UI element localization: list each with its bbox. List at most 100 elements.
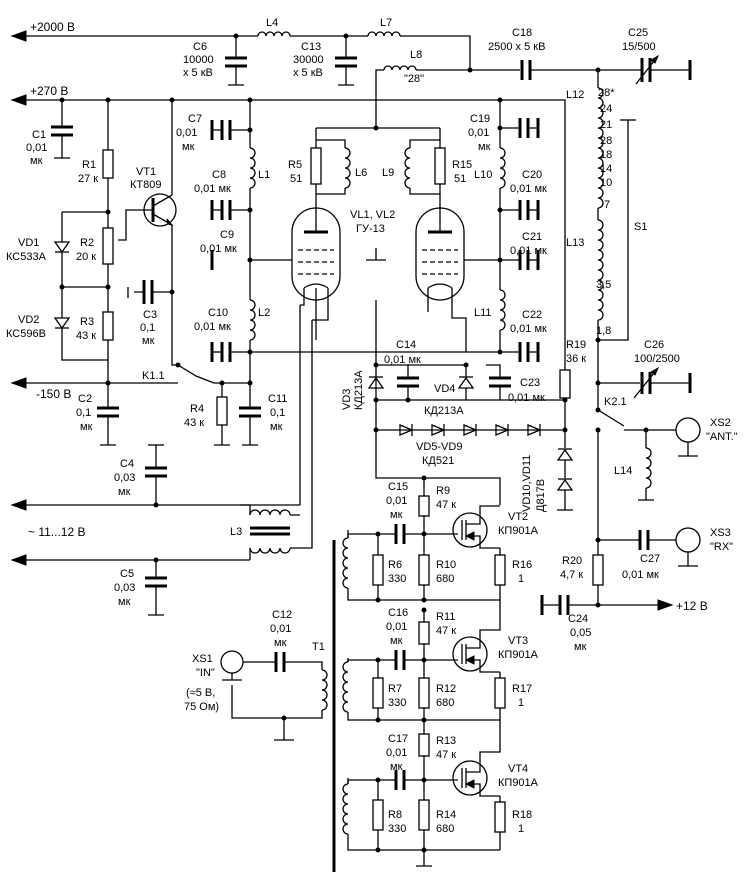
transformer-L3: L3 <box>10 305 313 566</box>
svg-text:х 5 кВ: х 5 кВ <box>293 67 323 79</box>
capacitor-C5: C5 0,03 мк <box>114 557 167 616</box>
svg-text:0,01 мк: 0,01 мк <box>194 183 231 195</box>
label-L3: L3 <box>230 526 242 538</box>
capacitor-C25: C25 15/500 <box>622 27 692 85</box>
svg-text:0,03: 0,03 <box>114 472 135 484</box>
resistor-R19: R19 36 к <box>559 339 586 433</box>
label-C15: C15 <box>388 481 408 493</box>
label-R17: R17 <box>512 683 532 695</box>
inductor-L8: L8 "28" <box>375 49 520 128</box>
svg-text:47 к: 47 к <box>436 625 456 637</box>
connector-XS1: XS1 "IN" (≈5 В, 75 Ом) <box>184 650 276 713</box>
svg-text:0,01 мк: 0,01 мк <box>510 245 547 257</box>
svg-text:мк: мк <box>390 509 403 521</box>
label-C3: C3 <box>143 309 157 321</box>
resistor-R1: R1 27 к <box>78 97 114 215</box>
svg-text:0,1: 0,1 <box>270 407 285 419</box>
tube-VL2 <box>415 200 500 352</box>
label-K2: K2.1 <box>604 396 627 408</box>
svg-text:20 к: 20 к <box>76 251 96 263</box>
label-XS1: XS1 <box>192 653 213 665</box>
label-C14: C14 <box>396 339 416 351</box>
label-R20: R20 <box>562 555 582 567</box>
rx-path <box>595 430 640 555</box>
svg-text:7: 7 <box>604 199 610 211</box>
svg-text:"IN": "IN" <box>196 667 215 679</box>
svg-text:0,01: 0,01 <box>386 747 407 759</box>
label-L6: L6 <box>355 167 367 179</box>
zener-VD2: VD2 КС596В <box>6 286 108 361</box>
resistor-R4: R4 43 к <box>184 383 230 446</box>
label-plus12: +12 В <box>676 599 708 613</box>
resistor-R3: R3 43 к <box>76 287 114 386</box>
svg-text:51: 51 <box>454 173 466 185</box>
label-VD1: VD1 <box>18 237 39 249</box>
label-R12: R12 <box>436 683 456 695</box>
diodes-VD5-VD9: VD5-VD9 КД521 <box>399 424 542 467</box>
label-L13: L13 <box>566 237 584 249</box>
capacitor-C21: C21 0,01 мк <box>500 231 547 270</box>
label-C6: C6 <box>193 41 207 53</box>
label-VD4: VD4 <box>434 383 455 395</box>
label-C4: C4 <box>120 458 134 470</box>
svg-text:х 5 кВ: х 5 кВ <box>183 67 213 79</box>
label-S1: S1 <box>634 221 647 233</box>
svg-text:мк: мк <box>390 635 403 647</box>
capacitor-C14: C14 0,01 мк <box>384 339 421 400</box>
connector-XS3: XS3 "RX" <box>675 527 733 567</box>
label-C27: C27 <box>640 553 660 565</box>
svg-text:680: 680 <box>436 823 454 835</box>
label-C7: C7 <box>188 113 202 125</box>
capacitor-C22: C22 0,01 мк <box>500 309 547 362</box>
label-L12: L12 <box>566 89 584 101</box>
label-C9: C9 <box>220 229 234 241</box>
rail-270v: +270 В <box>10 84 566 355</box>
svg-text:КС596В: КС596В <box>6 328 46 340</box>
svg-text:мк: мк <box>30 155 43 167</box>
label-C19: C19 <box>470 113 490 125</box>
label-R8: R8 <box>388 809 402 821</box>
label-R2: R2 <box>80 237 94 249</box>
svg-text:КС533А: КС533А <box>6 251 47 263</box>
label-R5: R5 <box>288 159 302 171</box>
svg-text:14: 14 <box>600 163 612 175</box>
svg-text:21: 21 <box>600 119 612 131</box>
stage-VT3: C16 0,01 мк R11 47 к VT3 КП901А R7 330 R… <box>342 600 539 723</box>
label-L4: L4 <box>266 17 278 29</box>
svg-text:0,01 мк: 0,01 мк <box>200 243 237 255</box>
label-C8: C8 <box>212 169 226 181</box>
capacitor-C1: C1 0,01 мк <box>26 97 73 167</box>
potentiometer-R2: R2 20 к <box>76 212 114 290</box>
svg-text:КД213А: КД213А <box>424 405 464 417</box>
label-minus150: -150 В <box>36 387 71 401</box>
connector-XS2: XS2 "ANT." <box>675 417 738 457</box>
svg-text:3,5: 3,5 <box>596 279 611 291</box>
capacitor-C6: C6 10000 х 5 кВ <box>183 33 247 86</box>
svg-text:0,01: 0,01 <box>468 127 489 139</box>
label-2000v: +2000 В <box>30 20 75 34</box>
label-C17: C17 <box>388 733 408 745</box>
label-VD5: VD5-VD9 <box>416 441 462 453</box>
svg-text:"28": "28" <box>404 73 424 85</box>
grid-chain-left: L1 L2 <box>247 97 500 383</box>
label-L14: L14 <box>614 465 632 477</box>
inductor-L14: L14 <box>614 430 654 501</box>
svg-text:мк: мк <box>274 637 287 649</box>
label-VD10: VD10,VD11 <box>521 455 533 512</box>
svg-text:0,01 мк: 0,01 мк <box>622 569 659 581</box>
svg-text:680: 680 <box>436 573 454 585</box>
capacitor-C27: C27 0,01 мк <box>622 530 676 581</box>
svg-text:36 к: 36 к <box>566 353 586 365</box>
svg-text:0,01: 0,01 <box>176 127 197 139</box>
label-L8: L8 <box>410 49 422 61</box>
label-C13: C13 <box>301 41 321 53</box>
svg-text:100/2500: 100/2500 <box>634 353 680 365</box>
svg-text:0,01 мк: 0,01 мк <box>510 323 547 335</box>
label-R3: R3 <box>80 316 94 328</box>
capacitor-C2: C2 0,1 мк <box>76 383 119 446</box>
svg-text:2500 х 5 кВ: 2500 х 5 кВ <box>488 41 545 53</box>
label-R11: R11 <box>436 611 455 623</box>
label-C18: C18 <box>512 27 532 39</box>
label-R14: R14 <box>436 809 456 821</box>
svg-text:51: 51 <box>290 173 302 185</box>
